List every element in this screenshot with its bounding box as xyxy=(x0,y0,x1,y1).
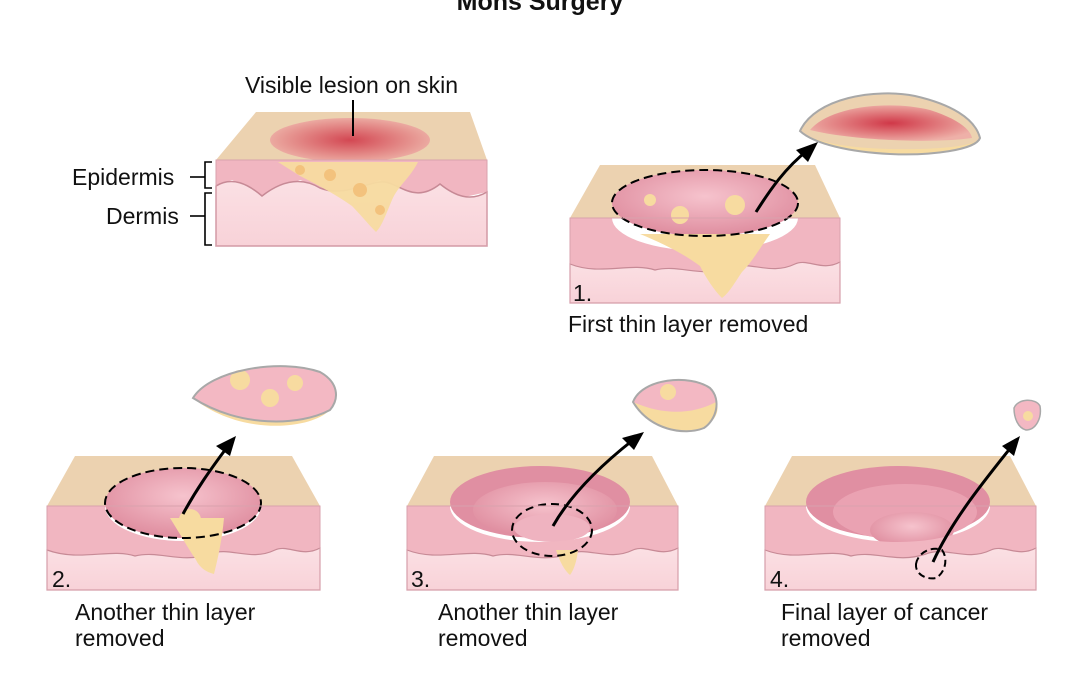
lesion xyxy=(270,118,430,162)
tumor xyxy=(640,234,770,298)
step-3-caption-line-1: Another thin layer xyxy=(438,599,619,625)
tumor-cell xyxy=(230,370,250,390)
removed-layer-4 xyxy=(1013,399,1042,431)
excision-outline xyxy=(914,547,947,580)
removal-arrow-4 xyxy=(931,436,1020,563)
removal-arrow-2 xyxy=(181,436,236,515)
tumor-cell xyxy=(287,375,303,391)
tumor-cell xyxy=(179,509,201,531)
tumor xyxy=(170,518,224,574)
tumor-cell xyxy=(324,169,336,181)
step-4-block xyxy=(764,456,1037,591)
removed-layer-2 xyxy=(191,365,337,426)
step-2-block xyxy=(46,456,321,591)
excision-outline xyxy=(104,467,262,539)
diagram-title: Mohs Surgery xyxy=(456,0,624,16)
lesion-label: Visible lesion on skin xyxy=(245,72,459,98)
step-2-caption-line-1: Another thin layer xyxy=(75,599,256,625)
tumor-cell xyxy=(644,194,656,206)
removal-arrow-3 xyxy=(551,432,644,527)
excision-area xyxy=(612,170,798,236)
step-2-caption-line-2: removed xyxy=(75,625,165,651)
tumor-cell xyxy=(725,195,745,215)
step-4-caption-line-1: Final layer of cancer xyxy=(781,599,989,625)
tumor-cell xyxy=(353,183,367,197)
step-3-number: 3. xyxy=(411,566,431,592)
tumor-cell xyxy=(671,206,689,224)
tumor-cell xyxy=(1023,411,1033,421)
tumor-cell xyxy=(295,165,305,175)
removed-layer-1 xyxy=(798,92,982,156)
excision-outline xyxy=(511,503,593,557)
epidermis-bracket xyxy=(204,161,212,189)
removed-layer-3 xyxy=(631,378,718,433)
tumor-cell xyxy=(261,389,279,407)
step-4-number: 4. xyxy=(770,566,790,592)
step-3-caption-line-2: removed xyxy=(438,625,528,651)
tumor-cell xyxy=(375,205,385,215)
tumor xyxy=(278,162,418,232)
step-3-block xyxy=(406,456,679,591)
skin-block-with-lesion xyxy=(190,100,488,247)
step-4-caption-line-2: removed xyxy=(781,625,871,651)
step-1-block xyxy=(569,165,841,304)
epidermis-label: Epidermis xyxy=(72,164,175,190)
step-2-number: 2. xyxy=(52,566,72,592)
dermis-bracket xyxy=(204,192,212,246)
step-1-number: 1. xyxy=(573,280,593,306)
removal-arrow-1 xyxy=(754,142,818,213)
dermis-label: Dermis xyxy=(106,203,179,229)
step-1-caption: First thin layer removed xyxy=(568,311,809,337)
excision-outline xyxy=(611,169,799,237)
tumor-cell xyxy=(660,384,676,400)
